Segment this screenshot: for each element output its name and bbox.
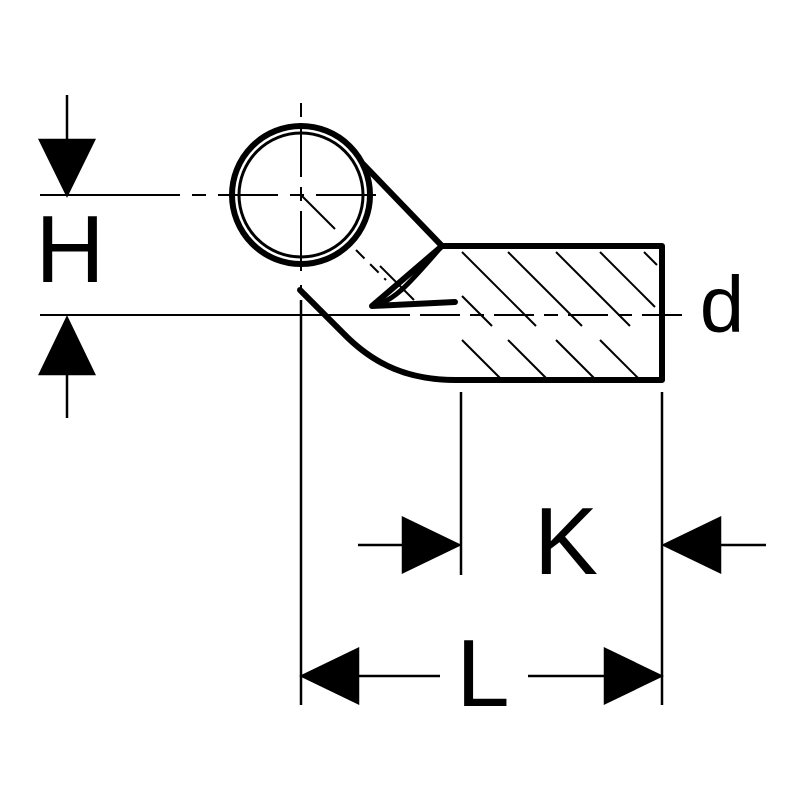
fitting-lower-bend: [297, 287, 459, 383]
arrow-left-icon: [299, 647, 360, 705]
label-h: H: [35, 196, 104, 303]
extension-lines: [299, 300, 664, 705]
center-lines: [40, 103, 695, 316]
label-d: d: [700, 260, 745, 349]
fitting-upper-outline: [360, 161, 665, 383]
center-line-diagonal-2: [355, 249, 387, 281]
arrow-right-icon: [401, 516, 462, 574]
center-line-diagonal: [300, 194, 336, 230]
label-l: L: [456, 620, 509, 727]
arrow-down-icon: [37, 138, 97, 198]
hatch-pattern: [379, 251, 658, 379]
fitting-body: [229, 123, 665, 383]
arrow-left-icon: [661, 516, 722, 574]
dimension-h: [37, 95, 97, 418]
label-k: K: [534, 488, 598, 595]
arrow-up-icon: [38, 315, 96, 376]
arrow-right-icon: [603, 647, 664, 705]
dimension-k: [358, 516, 766, 574]
dimension-l: [299, 647, 664, 705]
fitting-inner-bend-lower: [369, 243, 445, 309]
